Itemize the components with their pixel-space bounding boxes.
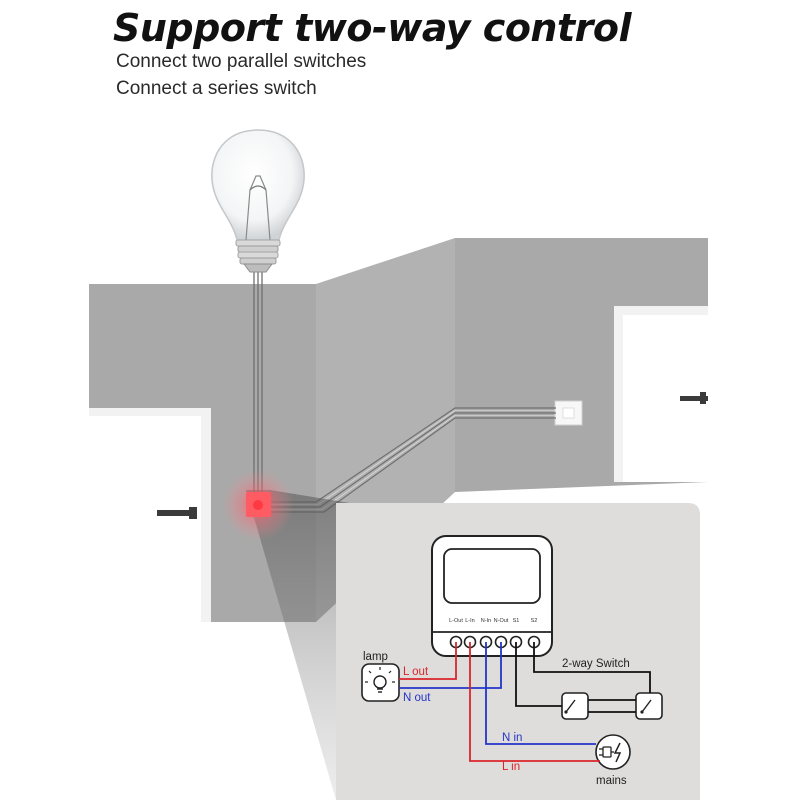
headline: Support two-way control (113, 6, 632, 50)
terminal-label: N-In (481, 618, 491, 624)
smart-module-box (222, 469, 294, 541)
wire-n-out (399, 642, 502, 689)
module-device (431, 535, 553, 657)
right-door (614, 306, 708, 482)
two-way-switch-label: 2-way Switch (562, 658, 630, 670)
l-in-label: L in (502, 761, 520, 773)
light-bulb-icon (211, 129, 305, 273)
lamp-label: lamp (363, 651, 388, 663)
terminal-label: N-Out (494, 618, 509, 624)
two-way-switch-icon (561, 692, 663, 720)
ceiling-cable (253, 272, 263, 496)
wall-switch (554, 400, 583, 426)
l-out-label: L out (403, 666, 429, 678)
wire-n-in (485, 642, 596, 745)
wire-l-in (469, 642, 600, 762)
mains-plug-icon (595, 734, 631, 770)
wire-s2 (533, 642, 651, 693)
wire-s1 (515, 642, 562, 707)
wire-l-out (399, 642, 457, 680)
lamp-icon (361, 663, 400, 702)
terminal-label: L-In (465, 618, 474, 624)
left-door (89, 408, 211, 622)
mains-label: mains (596, 775, 627, 787)
n-out-label: N out (403, 692, 431, 704)
terminal-label: S2 (531, 618, 538, 624)
subtitle-line-2: Connect a series switch (116, 78, 317, 99)
terminal-label: L-Out (449, 618, 463, 624)
subtitle-line-1: Connect two parallel switches (116, 51, 367, 72)
terminal-label: S1 (513, 618, 520, 624)
n-in-label: N in (502, 732, 522, 744)
